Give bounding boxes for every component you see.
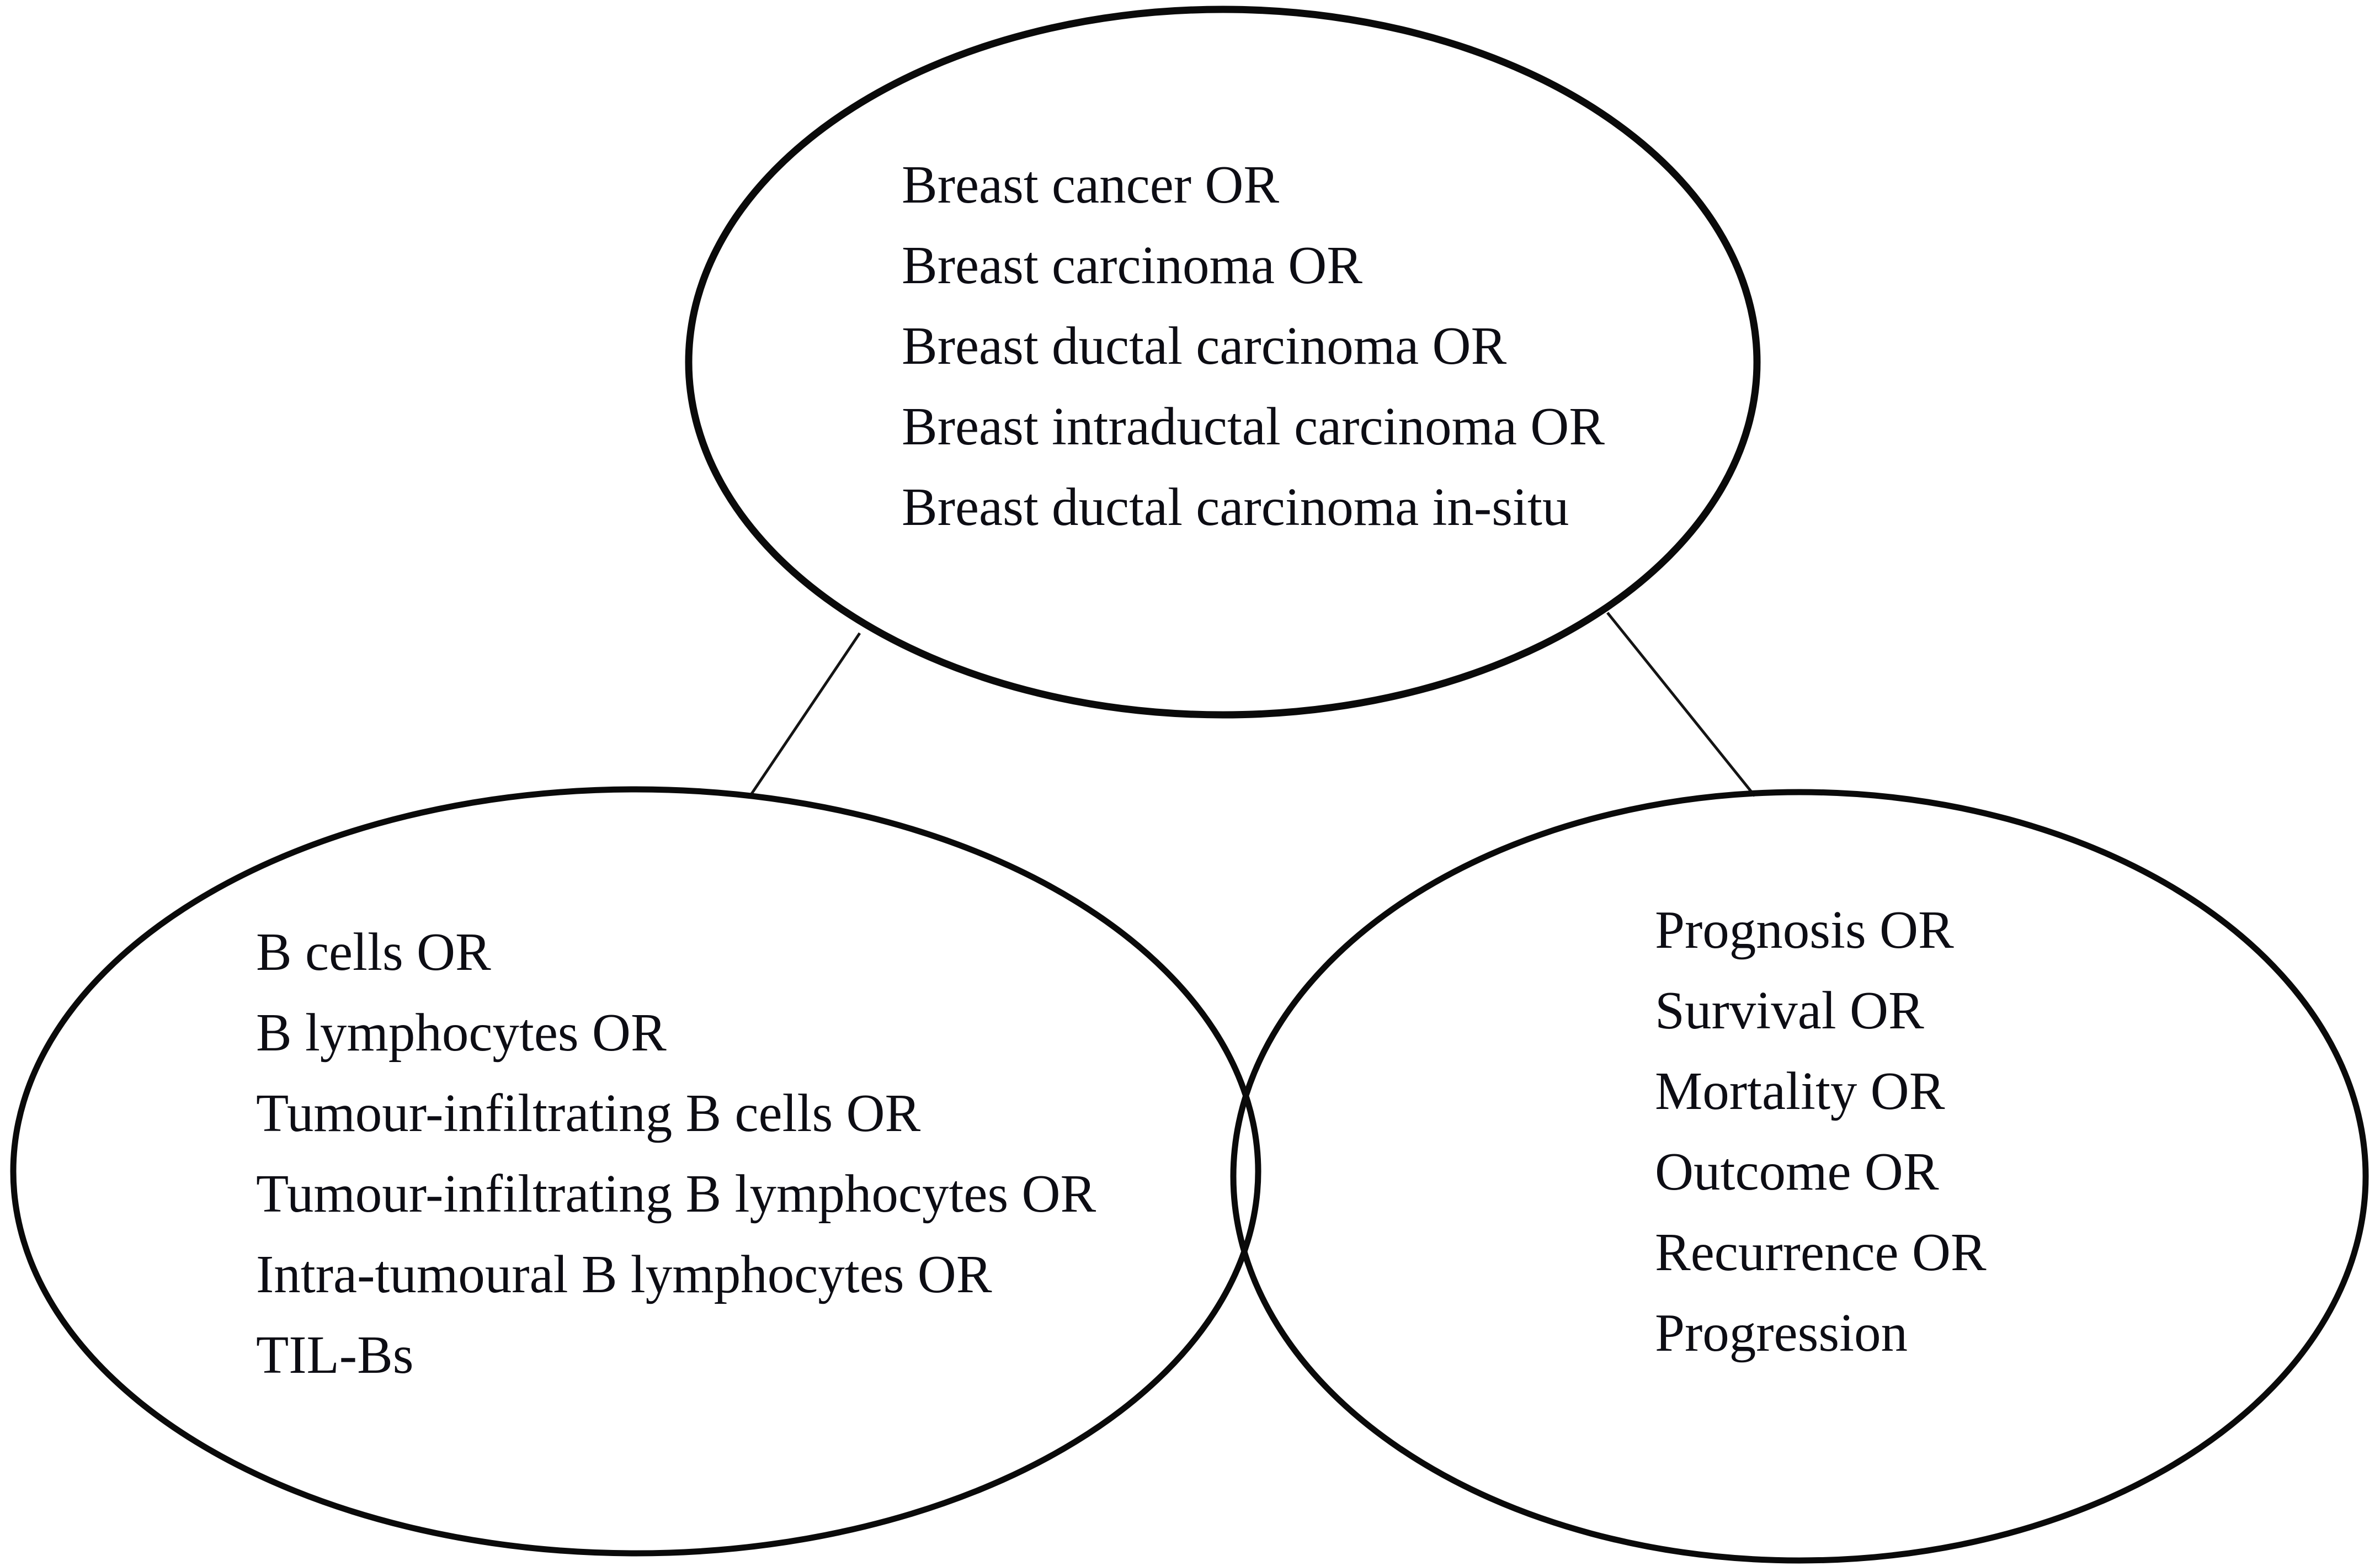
term-item: Tumour-infiltrating B lymphocytes OR xyxy=(256,1164,1096,1223)
connector-top-to-right xyxy=(1606,612,1756,797)
exposure-term-list: B cells OR B lymphocytes OR Tumour-infil… xyxy=(256,912,1096,1395)
term-item: B lymphocytes OR xyxy=(256,1003,667,1062)
term-item: Breast ductal carcinoma in-situ xyxy=(902,477,1569,537)
term-item: Breast ductal carcinoma OR xyxy=(902,316,1507,375)
term-item: Prognosis OR xyxy=(1655,900,1954,959)
ellipse-outcome[interactable] xyxy=(1230,789,2369,1564)
term-item: Outcome OR xyxy=(1655,1142,1939,1201)
term-item: Tumour-infiltrating B cells OR xyxy=(256,1084,921,1143)
population-term-list: Breast cancer OR Breast carcinoma OR Bre… xyxy=(902,145,1605,548)
term-item: Survival OR xyxy=(1655,981,1924,1040)
term-item: B cells OR xyxy=(256,922,491,981)
ellipse-population[interactable] xyxy=(685,6,1761,719)
term-item: TIL-Bs xyxy=(256,1325,414,1384)
term-item: Progression xyxy=(1655,1303,1908,1362)
term-item: Breast carcinoma OR xyxy=(902,236,1362,295)
outcome-term-list: Prognosis OR Survival OR Mortality OR Ou… xyxy=(1655,890,1987,1373)
term-item: Breast intraductal carcinoma OR xyxy=(902,397,1605,456)
term-item: Recurrence OR xyxy=(1655,1223,1987,1282)
term-item: Mortality OR xyxy=(1655,1061,1945,1121)
ellipse-exposure[interactable] xyxy=(10,786,1261,1557)
term-item: Breast cancer OR xyxy=(902,155,1280,214)
connector-top-to-left xyxy=(750,632,861,795)
term-item: Intra-tumoural B lymphocytes OR xyxy=(256,1245,992,1304)
